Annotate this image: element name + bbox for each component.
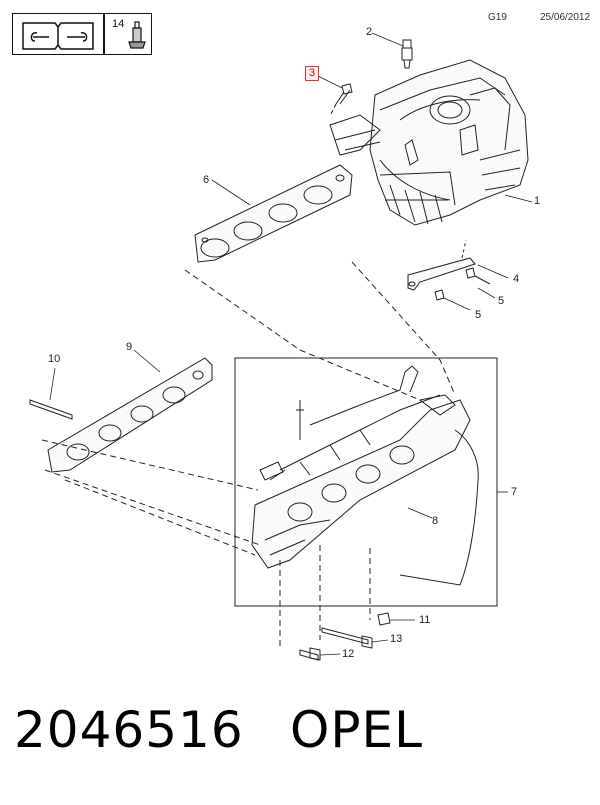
alignment-lines-lower xyxy=(41,439,371,650)
page-code: G19 xyxy=(488,12,507,23)
part-2-stud xyxy=(371,32,413,69)
assembly-frame xyxy=(234,357,498,607)
callout-3-highlighted: 3 xyxy=(305,66,319,81)
callout-5-lower: 5 xyxy=(475,309,482,321)
part-10-stud xyxy=(29,367,73,420)
callout-11: 11 xyxy=(419,614,431,626)
alignment-lines-upper xyxy=(184,261,456,401)
callout-7: 7 xyxy=(511,486,518,498)
part-13-bolt xyxy=(321,627,389,649)
callout-6: 6 xyxy=(203,174,210,186)
manual-icon-box: 14 xyxy=(12,13,152,55)
callout-4: 4 xyxy=(513,273,520,285)
fitting-icon xyxy=(128,21,146,49)
callout-2: 2 xyxy=(366,26,373,38)
quantity-label: 14 xyxy=(112,18,125,30)
callout-10: 10 xyxy=(48,353,61,365)
intake-manifold xyxy=(329,59,529,226)
callout-5-upper: 5 xyxy=(498,295,505,307)
callout-13: 13 xyxy=(390,633,403,645)
part-6-gasket xyxy=(194,164,353,263)
part-12-bolt xyxy=(299,647,341,661)
callout-8: 8 xyxy=(432,515,439,527)
open-manual-wrench-icon xyxy=(22,22,94,50)
brand-name: OPEL xyxy=(290,701,423,759)
part-number: 2046516 xyxy=(14,701,244,759)
callout-1: 1 xyxy=(534,195,541,207)
part-9-gasket xyxy=(47,349,213,473)
part-3-bolt xyxy=(317,75,353,117)
part-5-bolts xyxy=(434,267,496,311)
callout-9: 9 xyxy=(126,341,133,353)
part-4-bracket xyxy=(407,239,509,291)
part-8-fuel-rail-assembly xyxy=(251,365,479,586)
callout-12: 12 xyxy=(342,648,355,660)
date-stamp: 25/06/2012 xyxy=(540,12,591,23)
part-11-nut xyxy=(377,612,415,626)
